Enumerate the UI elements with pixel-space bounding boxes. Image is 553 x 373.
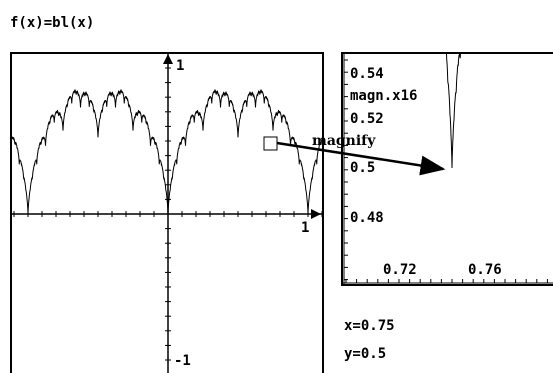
- magnify-selection-box[interactable]: [263, 136, 278, 151]
- main-plot[interactable]: 1 1 -1: [10, 52, 324, 373]
- y-axis-top-label: 1: [176, 58, 184, 74]
- x-axis-tick-label: 1: [301, 220, 309, 236]
- magnify-arrow: magnify: [276, 133, 446, 176]
- magnify-label: magnify: [312, 133, 376, 149]
- zoom-x-label-072: 0.72: [383, 262, 417, 278]
- function-title: f(x)=bl(x): [10, 15, 94, 31]
- x-axis-arrow-icon: [311, 209, 321, 219]
- y-axis-arrow-icon: [163, 54, 173, 64]
- zoom-y-label-048: 0.48: [350, 210, 384, 226]
- main-plot-frame: [10, 52, 324, 373]
- x-readout: x=0.75: [344, 318, 395, 334]
- zoom-function-curve: [445, 53, 461, 169]
- zoom-y-label-05: 0.5: [350, 160, 375, 176]
- zoom-y-label-054: 0.54: [350, 66, 384, 82]
- zoom-y-label-052: 0.52: [350, 111, 384, 127]
- zoom-plot[interactable]: 0.54 magn.x16 0.52 0.5 0.48 0.72 0.76: [341, 0, 553, 286]
- zoom-plot-frame: [341, 52, 553, 286]
- zoom-magnification-label: magn.x16: [350, 88, 417, 104]
- zoom-x-label-076: 0.76: [468, 262, 502, 278]
- function-curve: [11, 88, 323, 215]
- y-axis-bottom-label: -1: [174, 353, 191, 369]
- y-readout: y=0.5: [344, 346, 386, 362]
- zoom-axis-ticks: [344, 59, 548, 283]
